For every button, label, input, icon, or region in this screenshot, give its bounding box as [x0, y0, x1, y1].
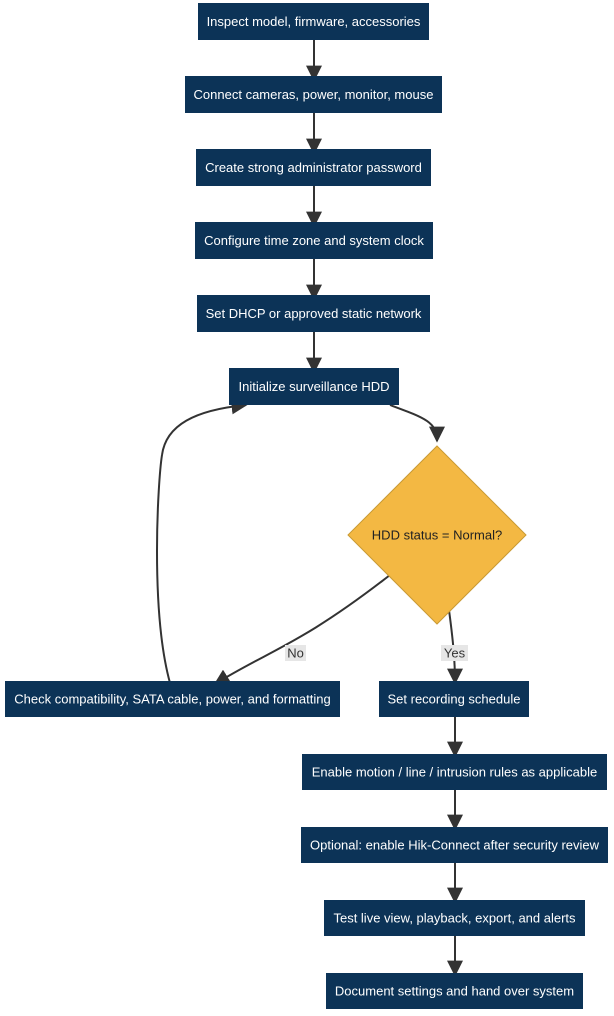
node-motion-label: Enable motion / line / intrusion rules a… [312, 765, 597, 780]
node-hikconnect: Optional: enable Hik-Connect after secur… [301, 827, 608, 863]
edge-label-no: No [285, 645, 306, 661]
node-password-label: Create strong administrator password [205, 160, 422, 175]
node-motion: Enable motion / line / intrusion rules a… [302, 754, 607, 790]
node-network-label: Set DHCP or approved static network [206, 306, 422, 321]
decision-hdd-status: HDD status = Normal? [347, 445, 527, 625]
node-connect: Connect cameras, power, monitor, mouse [185, 76, 442, 113]
node-check: Check compatibility, SATA cable, power, … [5, 681, 340, 717]
node-document-label: Document settings and hand over system [335, 984, 574, 999]
node-timezone-label: Configure time zone and system clock [204, 233, 424, 248]
node-test: Test live view, playback, export, and al… [324, 900, 585, 936]
node-network: Set DHCP or approved static network [197, 295, 430, 332]
edge-decision-no-to-check [213, 574, 391, 685]
node-check-label: Check compatibility, SATA cable, power, … [14, 692, 330, 707]
node-document: Document settings and hand over system [326, 973, 583, 1009]
edge-init-to-decision [389, 404, 445, 443]
edge-label-yes-text: Yes [444, 646, 466, 661]
edge-label-no-text: No [287, 646, 304, 661]
node-schedule: Set recording schedule [379, 681, 529, 717]
edge-check-loop-to-init [156, 398, 248, 684]
node-connect-label: Connect cameras, power, monitor, mouse [194, 87, 434, 102]
node-init-hdd: Initialize surveillance HDD [229, 368, 399, 405]
decision-hdd-status-label: HDD status = Normal? [372, 528, 502, 543]
node-init-hdd-label: Initialize surveillance HDD [239, 379, 390, 394]
edge-label-yes: Yes [441, 645, 468, 661]
node-schedule-label: Set recording schedule [388, 692, 521, 707]
node-inspect: Inspect model, firmware, accessories [198, 3, 429, 40]
node-password: Create strong administrator password [196, 149, 431, 186]
node-test-label: Test live view, playback, export, and al… [333, 911, 576, 926]
node-hikconnect-label: Optional: enable Hik-Connect after secur… [310, 838, 600, 853]
node-timezone: Configure time zone and system clock [195, 222, 433, 259]
edges [156, 40, 463, 977]
node-inspect-label: Inspect model, firmware, accessories [207, 14, 421, 29]
